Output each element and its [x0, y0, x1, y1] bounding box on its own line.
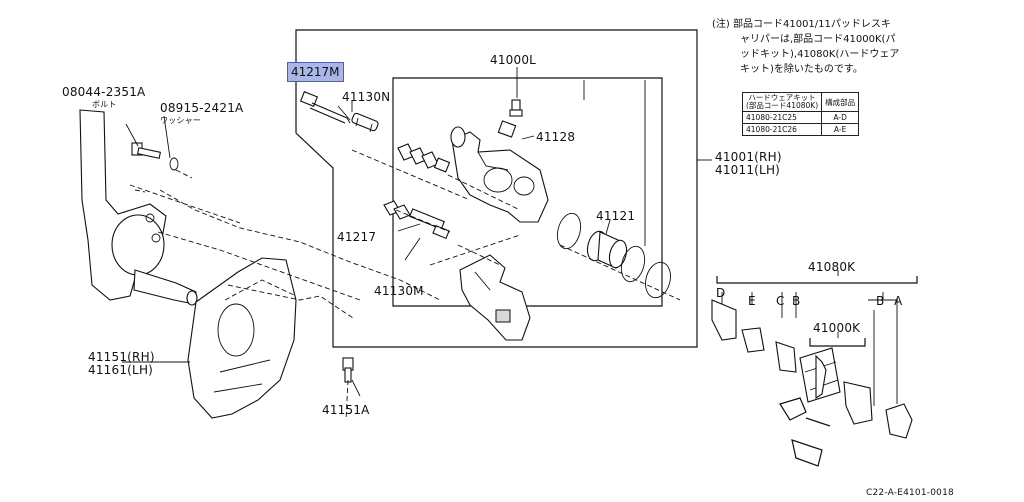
- callout-41000L[interactable]: 41000L: [490, 53, 537, 67]
- kit-letter-b-2: B: [876, 294, 885, 308]
- kit-table-cell: 41080-21C25: [741, 111, 823, 124]
- pin-boot-icon: [351, 112, 379, 133]
- steering-knuckle-icon: [79, 109, 198, 306]
- hardware-kit-bracket: [716, 276, 918, 284]
- bellows-boot-icon: [397, 143, 451, 173]
- caliper-body-icon: [450, 126, 549, 223]
- callout-41161-lh[interactable]: 41161(LH): [88, 363, 154, 377]
- callout-41151-rh[interactable]: 41151(RH): [88, 350, 155, 364]
- caliper-bracket-icon: [459, 254, 531, 341]
- callout-08915-2421A[interactable]: 08915-2421A: [160, 101, 244, 115]
- note-line-2: ャリパーは,部品コード41000K(パ: [740, 34, 896, 45]
- washer-icon: [169, 157, 179, 171]
- brake-pad-icon: [799, 347, 873, 425]
- callout-08915-subtitle: ワッシャー: [160, 116, 201, 125]
- shield-bolt-icon: [342, 357, 354, 383]
- callout-41000K[interactable]: 41000K: [813, 321, 861, 335]
- kit-letter-d: D: [716, 286, 726, 300]
- callout-41001-rh[interactable]: 41001(RH): [715, 150, 782, 164]
- caliper-subassembly-frame: [392, 77, 663, 307]
- kit-table-cell: 41080-21C26: [741, 123, 823, 136]
- shim-icon: [711, 299, 913, 439]
- selected-part-callout[interactable]: 41217M: [287, 62, 344, 82]
- kit-table-cell: A-E: [821, 123, 860, 136]
- lower-pin-icon: [383, 200, 450, 240]
- note-line-4: キット)を除いたものです。: [740, 64, 863, 75]
- kit-table-header-parts: 構成部品: [821, 92, 860, 112]
- callout-41128[interactable]: 41128: [536, 130, 576, 144]
- kit-letter-c: C: [776, 294, 785, 308]
- callout-41121[interactable]: 41121: [596, 209, 636, 223]
- kit-table-cell: A-D: [821, 111, 860, 124]
- piston-seal-icon: [556, 212, 671, 299]
- bleeder-screw-icon: [497, 99, 523, 138]
- retainer-clip-icon: [779, 397, 831, 467]
- pad-kit-bracket: [809, 338, 866, 347]
- dust-shield-icon: [187, 257, 297, 419]
- callout-41151A[interactable]: 41151A: [322, 403, 370, 417]
- callout-41080K[interactable]: 41080K: [808, 260, 856, 274]
- guide-bolt-icon: [299, 91, 351, 124]
- callout-41217[interactable]: 41217: [337, 230, 377, 244]
- callout-41130M[interactable]: 41130M: [374, 284, 424, 298]
- kit-letter-e: E: [748, 294, 756, 308]
- kit-table-header-kit: ハードウェアキット (部品コード41080K): [741, 92, 823, 112]
- note-line-1: (注) 部品コード41001/11パッドレスキ: [712, 19, 891, 30]
- callout-08044-subtitle: ボルト: [92, 100, 117, 109]
- hardware-kit-table: ハードウェアキット (部品コード41080K) 構成部品 41080-21C25…: [741, 92, 860, 136]
- diagram-reference-code: C22-A-E4101-0018: [866, 488, 954, 498]
- callout-41130N[interactable]: 41130N: [342, 90, 391, 104]
- callout-08044-2351A[interactable]: 08044-2351A: [62, 85, 146, 99]
- note-line-3: ッドキット),41080K(ハードウェア: [740, 49, 900, 60]
- kit-letter-b: B: [792, 294, 801, 308]
- caliper-assembly-frame: [295, 29, 698, 348]
- callout-41011-lh[interactable]: 41011(LH): [715, 163, 781, 177]
- kit-letter-a: A: [894, 294, 903, 308]
- knuckle-bolt-icon: [131, 142, 162, 159]
